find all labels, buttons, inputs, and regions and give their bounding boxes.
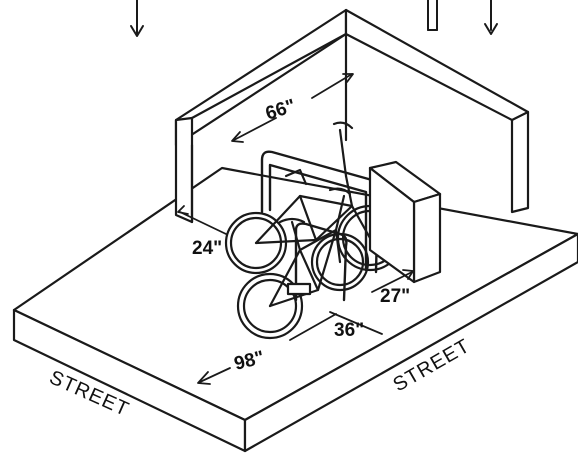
- dim-label-27: 27": [380, 286, 410, 307]
- dim-36-line: [329, 311, 383, 335]
- side-block: [368, 160, 442, 284]
- dim-24-line: [177, 205, 227, 235]
- dim-label-36: 36": [334, 320, 364, 341]
- back-left-wall: [174, 8, 348, 224]
- dimension-lines: [177, 73, 414, 385]
- arrow-right-icon: [484, 0, 498, 35]
- dim-label-24: 24": [192, 238, 222, 259]
- dim-98-line: [197, 313, 337, 385]
- bicycle-front: [236, 187, 370, 340]
- dim-27-line: [371, 269, 414, 293]
- pipe-icon: [427, 0, 438, 31]
- dim-label-66: 66": [263, 95, 298, 124]
- arrow-left-icon: [130, 0, 144, 37]
- dim-66-line: [231, 73, 354, 143]
- top-arrows: [130, 0, 498, 37]
- back-right-wall: [344, 8, 530, 214]
